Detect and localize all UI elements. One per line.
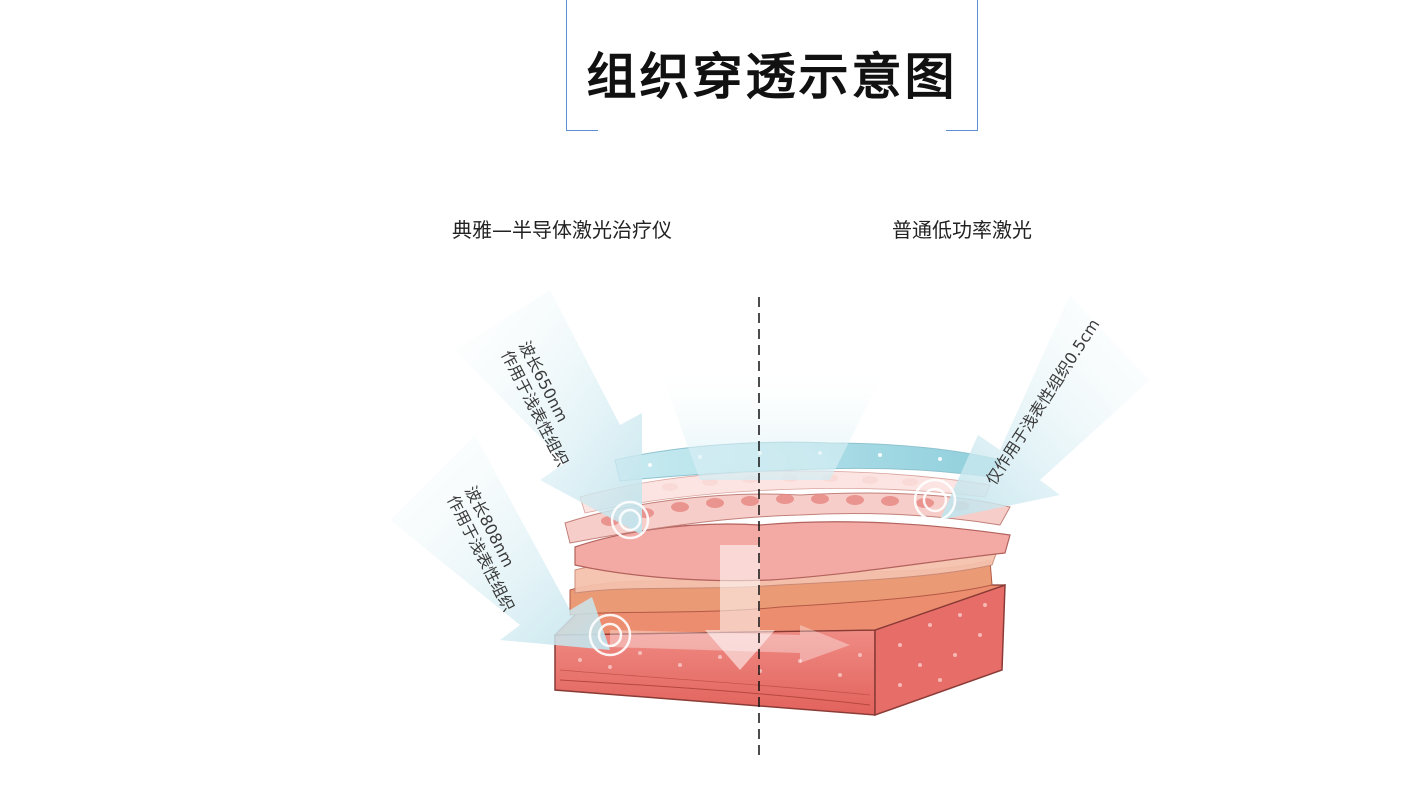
arrow-right	[940, 295, 1150, 520]
left-column-label: 典雅—半导体激光治疗仪	[452, 218, 672, 242]
title-frame-foot-right	[946, 130, 978, 131]
penetration-arrow	[705, 545, 775, 670]
epidermis-layer	[564, 470, 1011, 582]
title-frame-foot-left	[566, 130, 598, 131]
arrow-808nm	[390, 435, 610, 650]
title-frame: 组织穿透示意图	[566, 0, 978, 131]
right-column-label: 普通低功率激光	[892, 218, 1032, 242]
tissue-illustration	[390, 290, 1150, 761]
tissue-diagram: 波长650nm 作用于浅表性组织 波长808nm 作用于浅表性组织 仅作用于浅表…	[380, 285, 1180, 765]
page-title: 组织穿透示意图	[586, 48, 958, 106]
arrow-650nm	[455, 290, 642, 535]
focus-rings	[588, 478, 957, 657]
light-beam	[660, 370, 885, 480]
